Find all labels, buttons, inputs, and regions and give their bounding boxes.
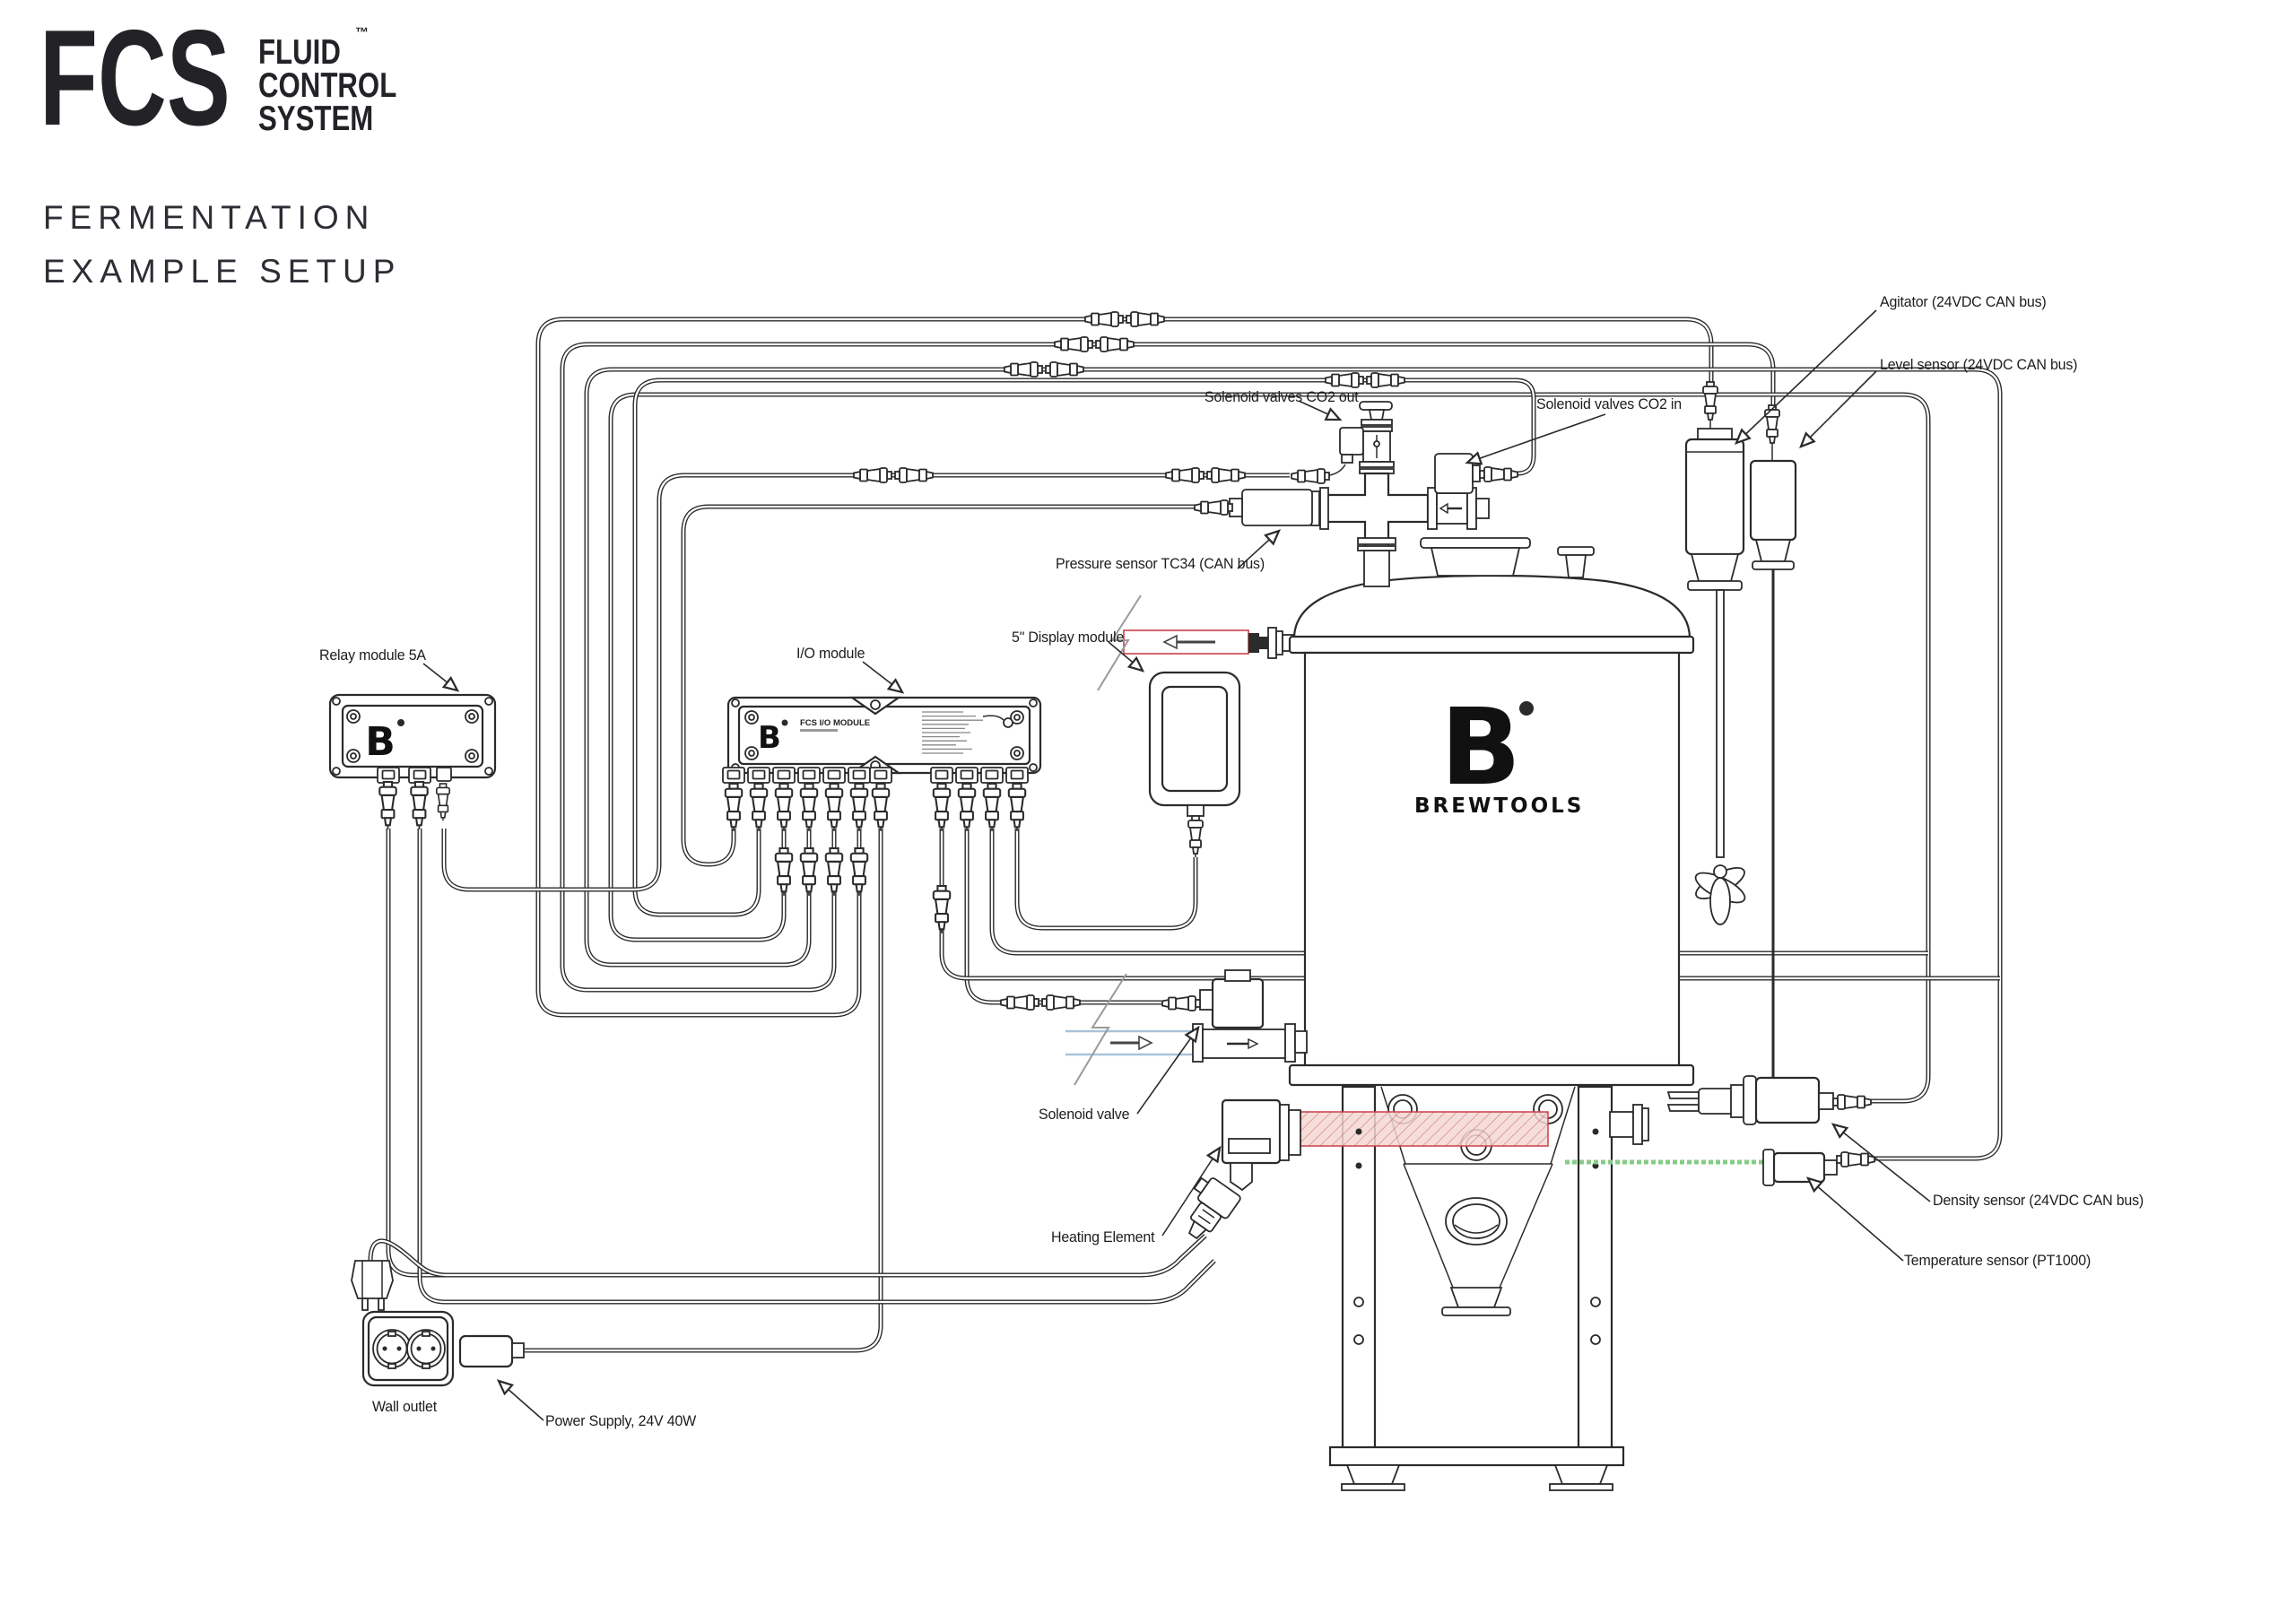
coolant-flow <box>1065 973 1195 1086</box>
tank-manway <box>1420 537 1531 549</box>
diagram-title-line2: EXAMPLE SETUP <box>43 253 402 290</box>
diagram-title-line1: FERMENTATION <box>43 199 376 236</box>
io-status-led <box>1003 717 1013 728</box>
label-solenoid-co2-out: Solenoid valves CO2 out <box>1205 388 1359 405</box>
pressure-sensor-body <box>1241 489 1313 526</box>
heating-band <box>1300 1111 1549 1147</box>
wall-plug <box>351 1260 394 1311</box>
trademark-symbol: ™ <box>355 25 369 40</box>
agitator <box>1684 423 1746 925</box>
display-screen <box>1161 685 1229 793</box>
wall-outlet <box>361 1310 455 1387</box>
label-level-sensor: Level sensor (24VDC CAN bus) <box>1880 356 2078 373</box>
tank-top-port <box>1557 546 1595 556</box>
label-pressure-sensor: Pressure sensor TC34 (CAN bus) <box>1056 555 1265 572</box>
label-display-module: 5" Display module <box>1012 629 1125 646</box>
io-module-title: FCS I/O MODULE <box>800 718 870 728</box>
tank-stand <box>1300 1085 1649 1491</box>
flow-arrow-left <box>1162 634 1178 650</box>
callout-arrows <box>422 309 1931 1421</box>
sight-glass <box>1445 1197 1508 1245</box>
relay-module: B <box>328 693 497 784</box>
socket-left <box>372 1329 412 1369</box>
cooling-solenoid-valve <box>1192 969 1308 1063</box>
label-temperature-sensor: Temperature sensor (PT1000) <box>1904 1252 2092 1269</box>
co2-in-solenoid-coil <box>1434 453 1474 494</box>
level-sensor <box>1749 447 1797 1081</box>
heating-plug <box>1187 1176 1241 1240</box>
break-symbol-lower <box>1074 973 1127 1086</box>
density-sensor <box>1666 1075 1834 1125</box>
logo-word-control: CONTROL <box>258 66 397 106</box>
gas-out-flow-tube <box>1097 595 1298 691</box>
label-heating-element: Heating Element <box>1051 1228 1155 1245</box>
label-wall-outlet: Wall outlet <box>372 1398 437 1415</box>
label-relay-module: Relay module 5A <box>319 647 426 664</box>
fcs-logo-words: FLUID CONTROL SYSTEM <box>258 33 397 139</box>
io-module: B FCS I/O MODULE <box>722 696 1042 784</box>
label-solenoid-valve: Solenoid valve <box>1039 1106 1130 1123</box>
tank-brand-letter: B <box>1440 685 1521 809</box>
relay-brand-letter: B <box>365 719 396 765</box>
fermentation-tank: B BREWTOOLS <box>1288 537 1695 1087</box>
label-io-module: I/O module <box>796 645 865 662</box>
tank-brand-text: BREWTOOLS <box>1414 794 1584 818</box>
logo-word-fluid: FLUID <box>258 33 341 72</box>
agitator-propeller <box>1694 864 1746 925</box>
pressure-relief-cap <box>1359 401 1393 411</box>
fcs-logo: FCS <box>39 2 230 154</box>
io-brand-letter: B <box>758 720 781 756</box>
bottom-outlet <box>1449 1287 1503 1308</box>
label-solenoid-co2-in: Solenoid valves CO2 in <box>1536 395 1682 412</box>
flow-arrow-right <box>1138 1035 1153 1051</box>
heating-element <box>1187 1098 1301 1240</box>
display-module <box>1148 671 1241 817</box>
co2-cross-assembly <box>1229 401 1490 554</box>
label-density-sensor: Density sensor (24VDC CAN bus) <box>1933 1192 2144 1209</box>
power-supply <box>458 1334 525 1368</box>
density-port-stub <box>1609 1111 1634 1138</box>
label-agitator: Agitator (24VDC CAN bus) <box>1880 293 2047 310</box>
label-power-supply: Power Supply, 24V 40W <box>545 1412 697 1429</box>
socket-right <box>406 1329 446 1369</box>
co2-out-solenoid-coil <box>1339 427 1364 456</box>
logo-word-system: SYSTEM <box>258 100 374 139</box>
break-symbol-upper <box>1097 595 1142 691</box>
temperature-sensor <box>1565 1149 1838 1186</box>
io-fine-print-lines <box>922 711 983 754</box>
